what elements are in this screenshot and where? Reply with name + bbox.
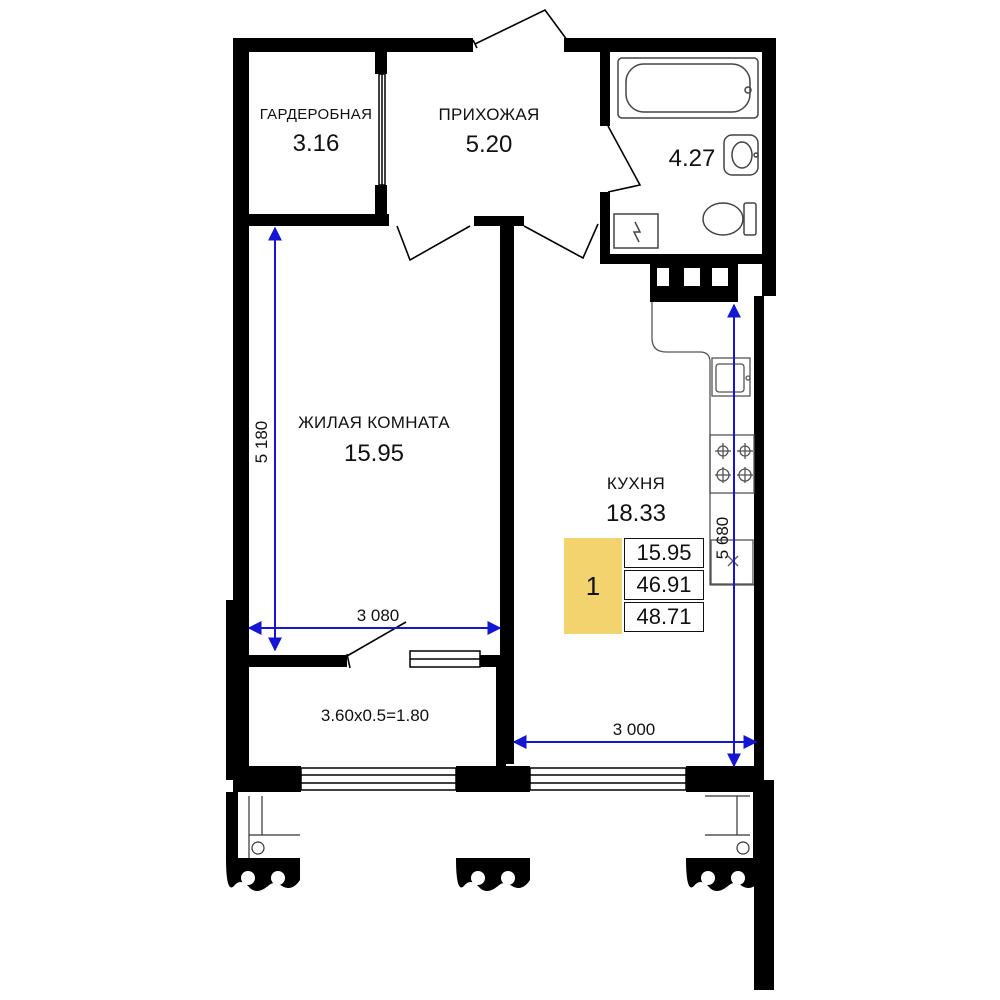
bathroom-fixtures: [613, 57, 759, 249]
toilet-icon: [702, 202, 744, 236]
dimension-lines: [247, 226, 758, 768]
summary-living-area: 15.95: [624, 538, 704, 568]
balcony-railings: [226, 792, 765, 891]
kitchen-width-dimension: 3 000: [612, 720, 656, 739]
rooms-count: 1: [564, 538, 622, 634]
walls: [226, 38, 776, 990]
wardrobe-area: 3.16: [292, 130, 340, 157]
hall-area: 5.20: [465, 131, 513, 158]
summary-total-with-balcony: 48.71: [624, 602, 704, 632]
balcony-formula: 3.60x0.5=1.80: [320, 706, 430, 725]
area-summary-table: 1 15.95 46.91 48.71: [564, 538, 704, 634]
wardrobe-name: ГАРДЕРОБНАЯ: [259, 106, 373, 123]
kitchen-area: 18.33: [605, 500, 667, 527]
summary-total-area: 46.91: [624, 570, 704, 600]
hall-name: ПРИХОЖАЯ: [438, 105, 540, 124]
washer-icon: [613, 213, 659, 249]
bathtub-icon: [617, 57, 759, 119]
living-height-dimension: 5 180: [252, 420, 271, 464]
kitchen-height-dimension: 5 680: [713, 516, 732, 560]
living-room-area: 15.95: [343, 440, 405, 467]
kitchen-name: КУХНЯ: [606, 474, 666, 493]
living-width-dimension: 3 080: [356, 606, 400, 625]
stove-icon: [709, 434, 755, 494]
living-room-name: ЖИЛАЯ КОМНАТА: [298, 413, 450, 432]
windows: [300, 73, 687, 791]
bathroom-area: 4.27: [668, 145, 716, 172]
